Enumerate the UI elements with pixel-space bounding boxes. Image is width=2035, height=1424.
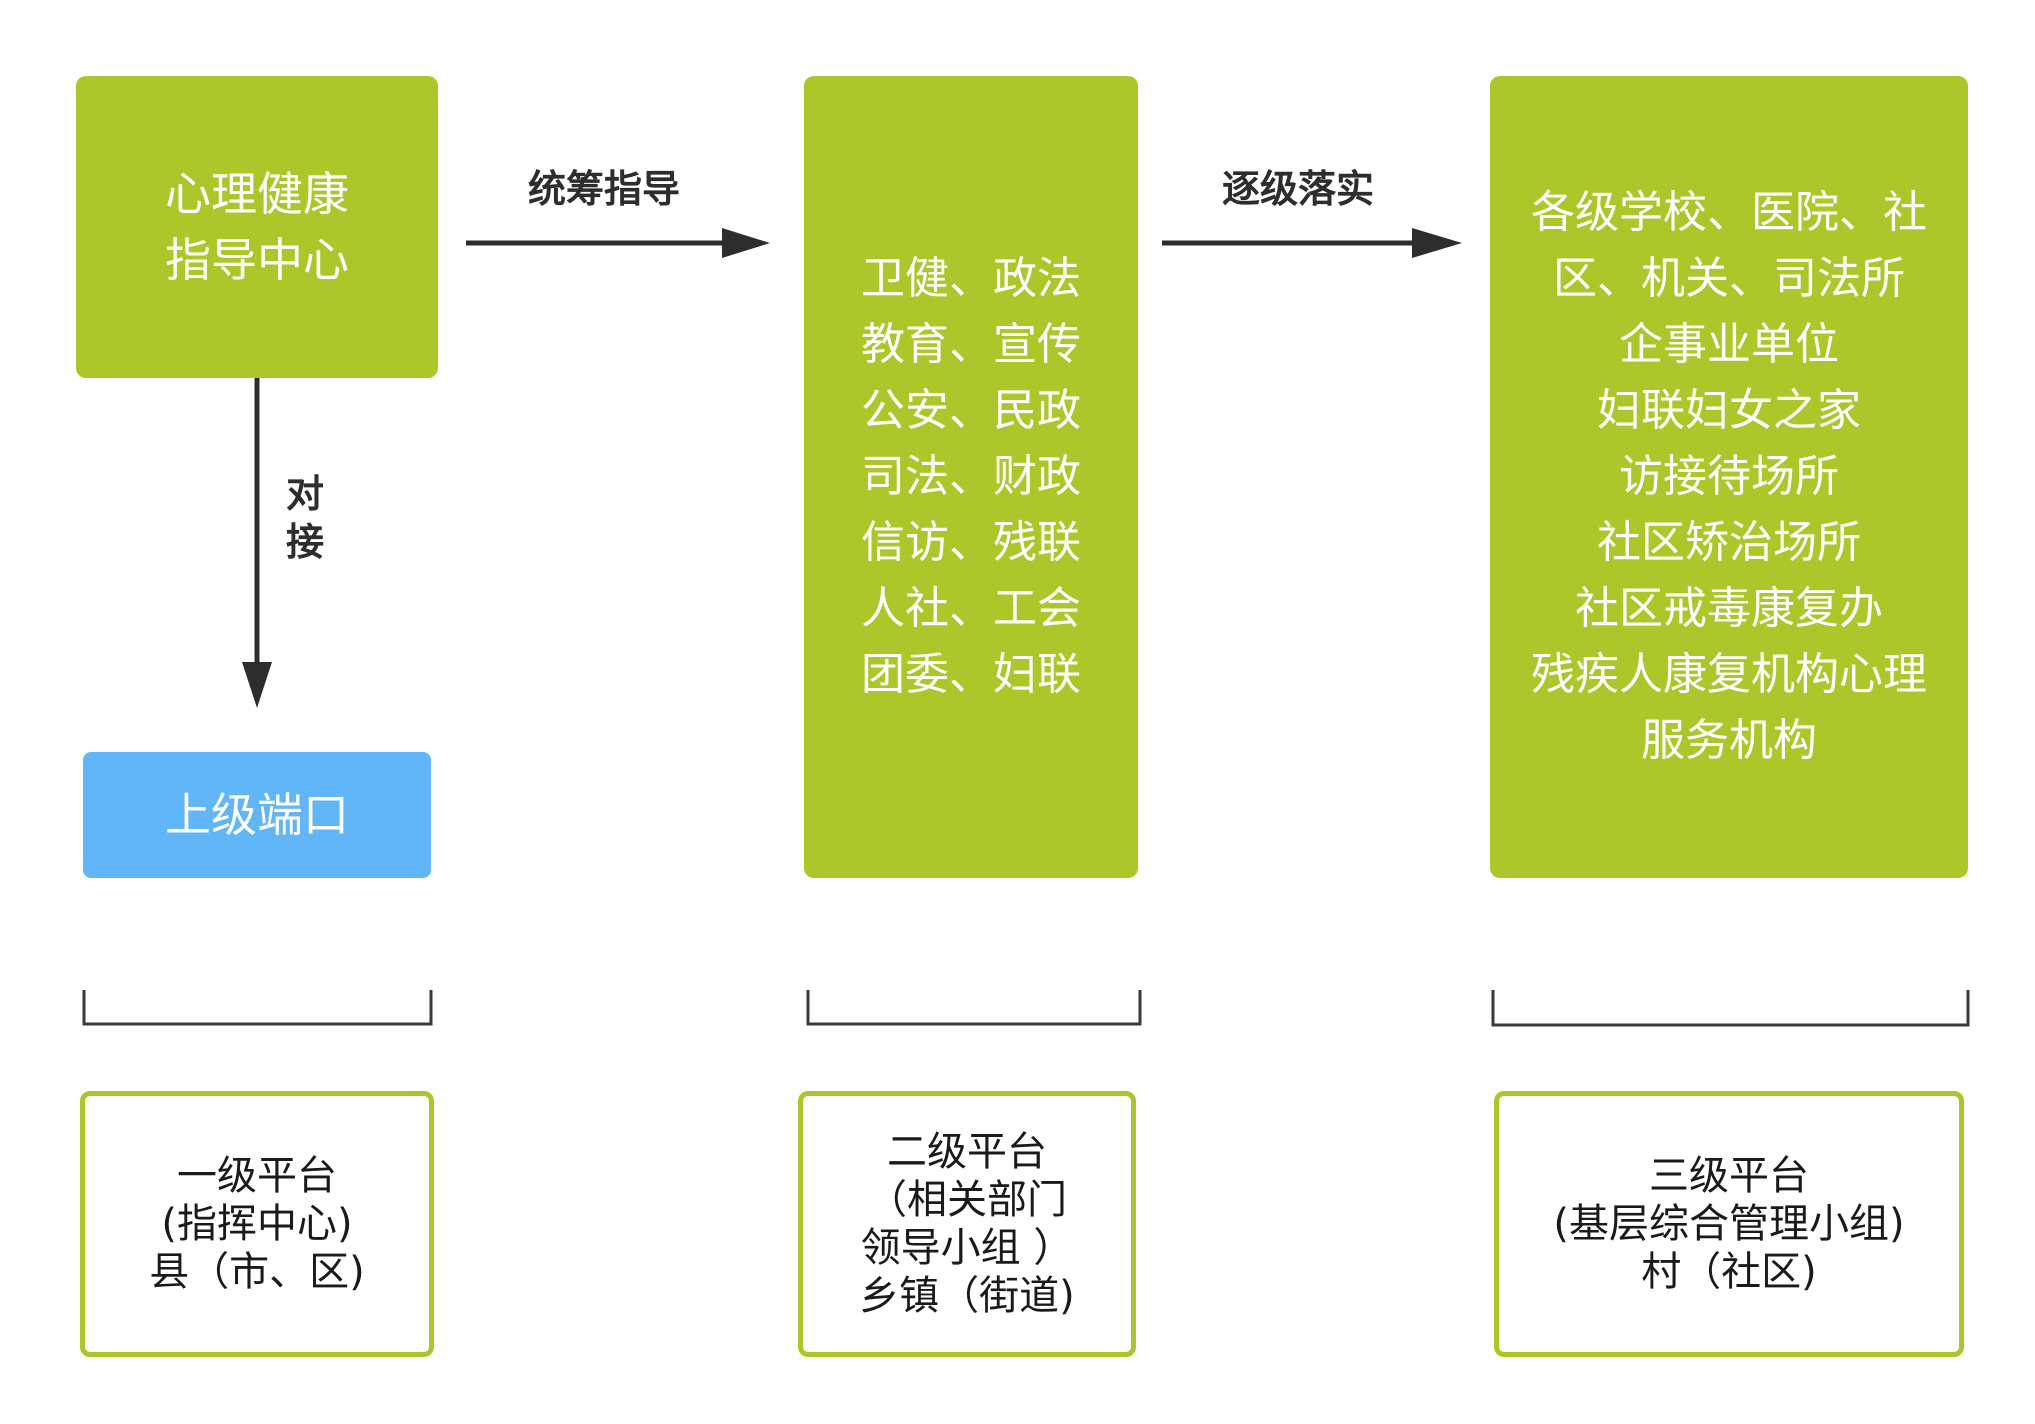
bracket-level1	[82, 990, 433, 1026]
platform-level2-line-2: （相关部门	[867, 1177, 1067, 1223]
department-line-4: 司法、财政	[861, 451, 1081, 502]
department-line-2: 教育、宣传	[861, 319, 1081, 370]
department-line-1: 卫健、政法	[861, 253, 1081, 304]
platform-level2-line-3: 领导小组 ）	[860, 1225, 1074, 1271]
platform-level2-line-4: 乡镇（街道)	[859, 1273, 1075, 1319]
unit-line-3: 企事业单位	[1619, 319, 1839, 370]
guidance-center-line-2: 指导中心	[165, 233, 349, 287]
department-line-6: 人社、工会	[861, 583, 1081, 634]
platform-level1-line-1: 一级平台	[177, 1153, 337, 1199]
arrow-implement	[1162, 228, 1462, 258]
platform-level1-line-2: (指挥中心)	[161, 1201, 353, 1247]
department-line-3: 公安、民政	[861, 385, 1081, 436]
platform-level2-line-1: 二级平台	[887, 1129, 1047, 1175]
coordinate-label: 统筹指导	[528, 167, 681, 211]
guidance-center-box: 心理健康 指导中心	[76, 76, 438, 378]
connect-label-char-1: 对	[285, 472, 324, 516]
unit-line-9: 服务机构	[1641, 715, 1817, 766]
department-line-7: 团委、妇联	[861, 649, 1081, 700]
unit-line-4: 妇联妇女之家	[1597, 385, 1861, 436]
departments-box: 卫健、政法 教育、宣传 公安、民政 司法、财政 信访、残联 人社、工会 团委、妇…	[804, 76, 1138, 878]
connect-label: 对 接	[275, 470, 335, 566]
unit-line-6: 社区矫治场所	[1597, 517, 1861, 568]
unit-line-5: 访接待场所	[1619, 451, 1839, 502]
department-line-5: 信访、残联	[861, 517, 1081, 568]
upper-port-label: 上级端口	[165, 788, 349, 842]
upper-port-box: 上级端口	[83, 752, 431, 878]
unit-line-7: 社区戒毒康复办	[1575, 583, 1883, 634]
arrow-coordinate	[466, 228, 770, 258]
connect-label-char-2: 接	[285, 520, 324, 564]
platform-level3-line-3: 村（社区)	[1641, 1249, 1817, 1295]
platform-level1-line-3: 县（市、区)	[149, 1249, 365, 1295]
bracket-level2	[806, 990, 1142, 1026]
platform-level3-box: 三级平台 (基层综合管理小组) 村（社区)	[1494, 1091, 1964, 1357]
platform-level3-line-2: (基层综合管理小组)	[1553, 1201, 1905, 1247]
unit-line-1: 各级学校、医院、社	[1531, 187, 1927, 238]
platform-level1-box: 一级平台 (指挥中心) 县（市、区)	[80, 1091, 434, 1357]
units-box: 各级学校、医院、社 区、机关、司法所 企事业单位 妇联妇女之家 访接待场所 社区…	[1490, 76, 1968, 878]
platform-level2-box: 二级平台 （相关部门 领导小组 ） 乡镇（街道)	[798, 1091, 1136, 1357]
unit-line-2: 区、机关、司法所	[1553, 253, 1905, 304]
guidance-center-line-1: 心理健康	[165, 167, 349, 221]
implement-label: 逐级落实	[1222, 167, 1375, 211]
unit-line-8: 残疾人康复机构心理	[1531, 649, 1927, 700]
arrow-connect	[242, 378, 272, 708]
platform-level3-line-1: 三级平台	[1649, 1153, 1809, 1199]
bracket-level3	[1491, 990, 1970, 1027]
